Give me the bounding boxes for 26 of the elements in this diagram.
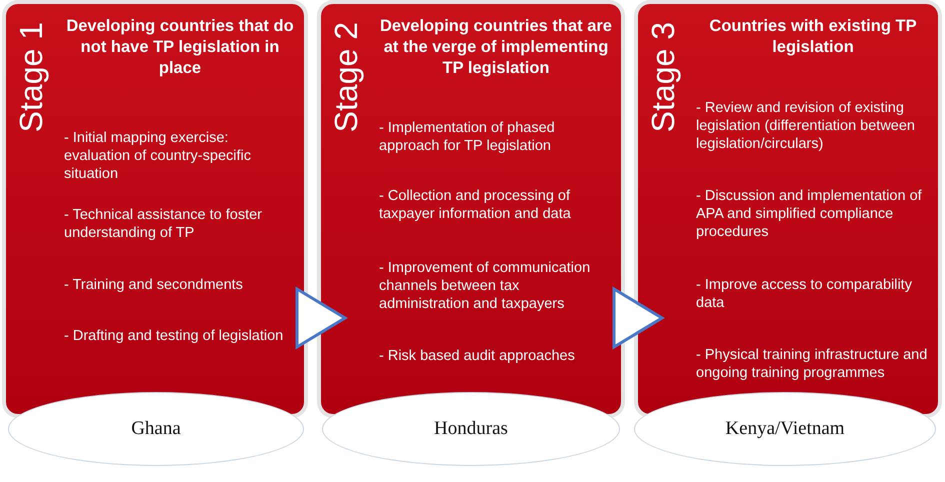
bullet-text: - Training and secondments [64, 276, 244, 294]
bullet-text: - Discussion and implementation of APA and simplified compliance procedures [696, 187, 923, 241]
bullet-text: - Risk based audit approaches [379, 347, 576, 365]
panel-heading: Countries with existing TP legislation [708, 16, 918, 58]
stage-label: Stage 3 [644, 22, 682, 132]
country-name: Kenya/Vietnam [725, 418, 845, 440]
panel-heading: Developing countries that are at the verge of implementing TP legislation [379, 16, 613, 79]
stage-panel [321, 4, 621, 414]
stage-panel [6, 4, 304, 414]
stage-panel [638, 4, 938, 414]
panel-heading: Developing countries that do not have TP legislation in place [65, 16, 295, 79]
bullet-text: - Improvement of communication channels between tax administration and taxpayers [379, 259, 592, 313]
bullet-text: - Implementation of phased approach for TP legislation [379, 119, 556, 155]
stage-label: Stage 2 [327, 22, 365, 132]
bullet-text: - Drafting and testing of legislation [64, 327, 284, 345]
stage-label: Stage 1 [12, 22, 50, 132]
bullet-text: - Collection and processing of taxpayer information and data [379, 187, 572, 223]
arrow [612, 288, 664, 348]
country-name: Honduras [434, 418, 508, 440]
country-name: Ghana [131, 418, 181, 440]
arrow [296, 288, 346, 348]
bullet-text: - Improve access to comparability data [696, 276, 913, 312]
bullet-text: - Initial mapping exercise: evaluation of country-specific situation [64, 129, 252, 183]
bullet-text: - Review and revision of existing legislation (differentiation between legislation/circulars) [696, 99, 916, 153]
bullet-text: - Physical training infrastructure and ongoing training programmes [696, 346, 928, 382]
bullet-text: - Technical assistance to foster understanding of TP [64, 206, 263, 242]
